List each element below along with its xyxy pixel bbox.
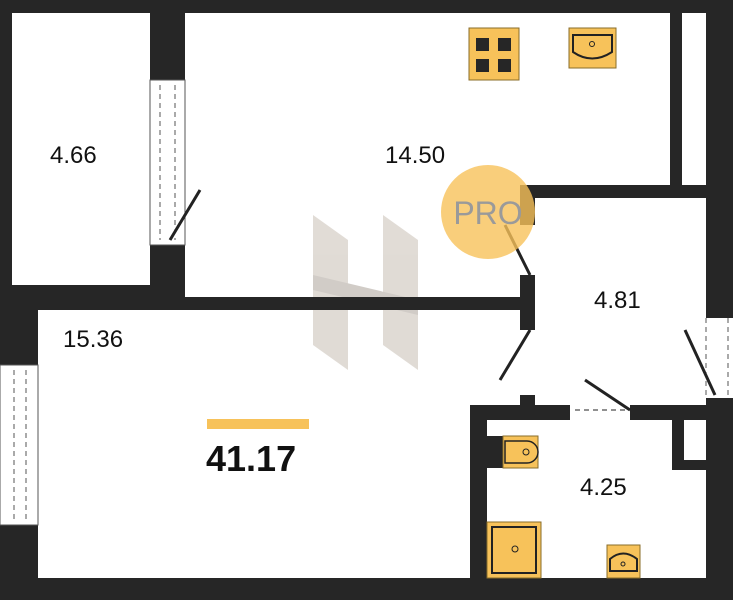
stove-icon — [468, 27, 520, 81]
shower-icon — [486, 521, 542, 579]
kitchen-sink-icon — [568, 27, 617, 69]
room-area-balcony: 4.66 — [50, 142, 97, 169]
pro-badge-label: PRO — [453, 195, 522, 231]
pro-badge: PRO — [441, 165, 535, 259]
bathroom-sink-icon — [606, 544, 641, 579]
watermark-logo — [313, 215, 418, 370]
room-area-hallway: 4.81 — [594, 287, 641, 314]
total-area-accent-bar — [207, 419, 309, 429]
toilet-icon — [487, 435, 539, 469]
room-area-bedroom: 15.36 — [63, 326, 123, 353]
room-area-bathroom: 4.25 — [580, 474, 627, 501]
windows — [0, 79, 729, 526]
total-area: 41.17 — [206, 438, 296, 479]
room-area-kitchen-living: 14.50 — [385, 142, 445, 169]
